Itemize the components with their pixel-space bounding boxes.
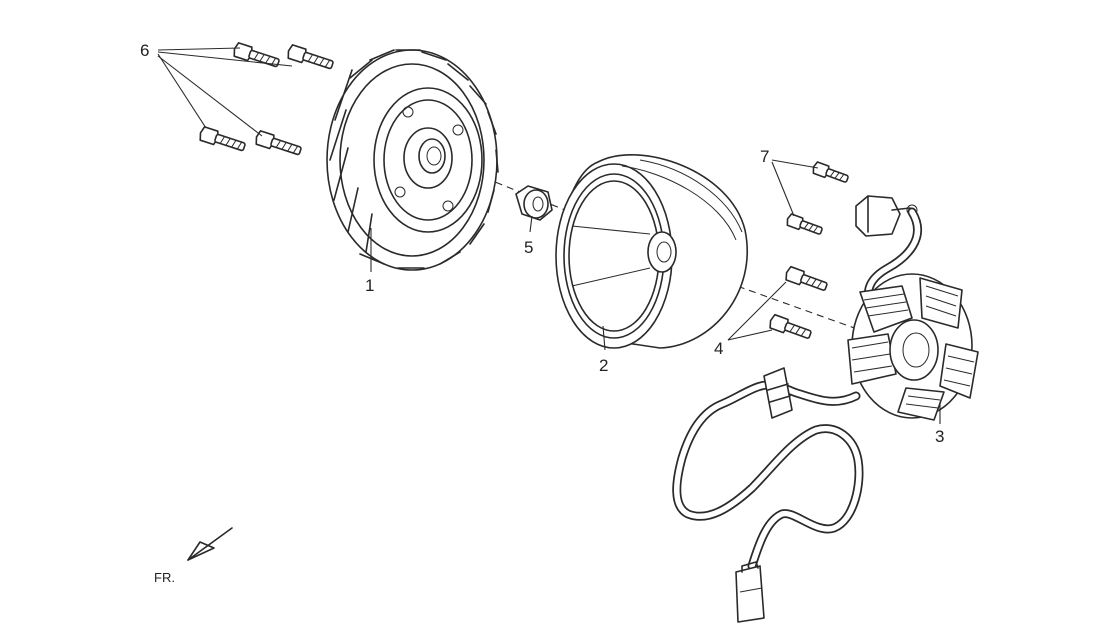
callout-6: 6 (140, 41, 149, 60)
stator-bolts (769, 265, 828, 339)
leader-lines (157, 47, 941, 424)
callout-5: 5 (524, 238, 533, 257)
front-direction-label: FR. (154, 570, 175, 585)
cooling-fan-flywheel (326, 49, 499, 271)
callout-7: 7 (760, 147, 769, 166)
callout-2: 2 (599, 356, 608, 375)
flywheel-bolts (199, 42, 334, 156)
rotor-part (555, 154, 748, 349)
callout-3: 3 (935, 427, 944, 446)
front-direction-arrow (187, 527, 233, 561)
axis-line-rotor (669, 261, 861, 331)
stator-part (672, 195, 979, 623)
pickup-bolts (786, 161, 849, 235)
collar-part (515, 185, 553, 221)
callout-1: 1 (365, 276, 374, 295)
callout-4: 4 (714, 339, 723, 358)
